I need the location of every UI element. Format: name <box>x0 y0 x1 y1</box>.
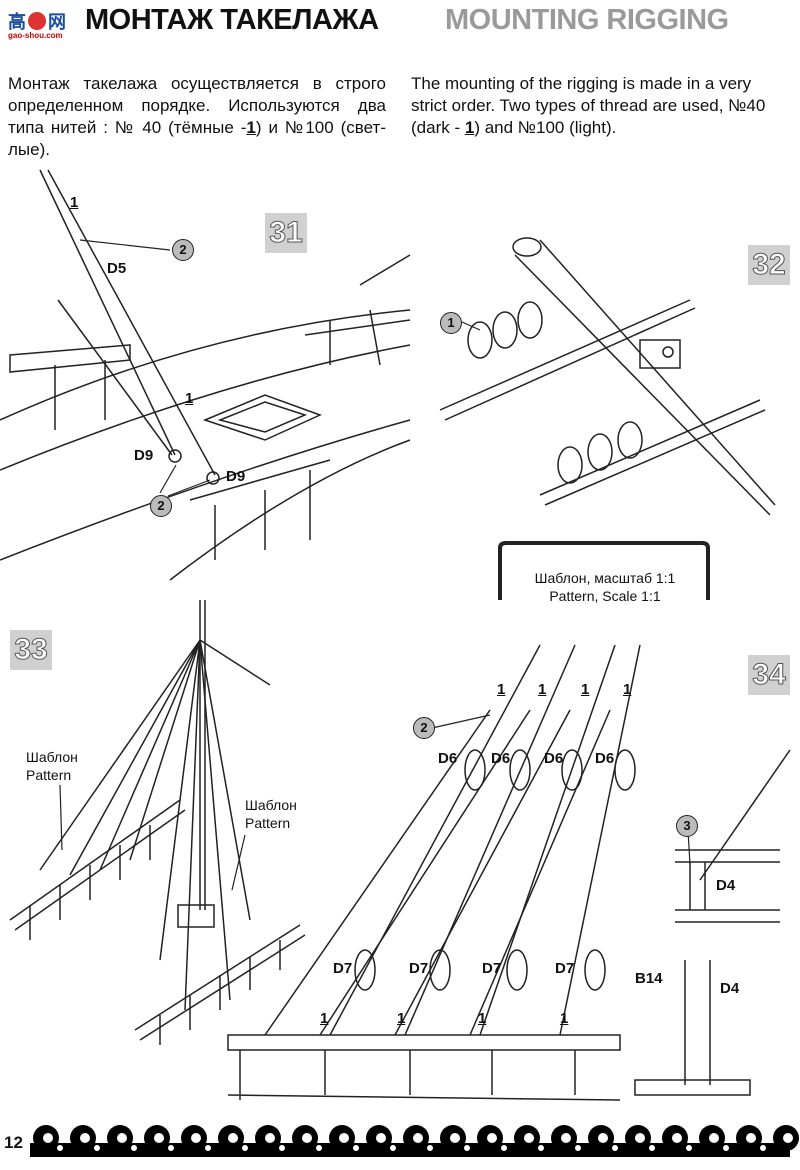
thread-1-label: 1 <box>185 390 194 407</box>
d7-label: D7 <box>482 960 502 977</box>
d7-label: D7 <box>555 960 575 977</box>
d6-label: D6 <box>491 750 511 767</box>
d9-label: D9 <box>134 447 154 464</box>
title-russian: МОНТАЖ ТАКЕЛАЖА <box>85 4 379 36</box>
page-number: 12 <box>4 1133 23 1152</box>
d5-label: D5 <box>107 260 127 277</box>
callout-2: 2 <box>172 239 194 261</box>
figure-32-drawing <box>439 237 776 516</box>
figure-31-number: 31 <box>265 213 307 253</box>
thread-1-label: 1 <box>623 681 632 698</box>
thread-1-label: 1 <box>70 194 79 211</box>
figure-34-drawing <box>227 644 791 1101</box>
svg-text:高: 高 <box>8 11 26 32</box>
thread-1-label: 1 <box>538 681 547 698</box>
figure-34-number: 34 <box>748 655 790 695</box>
template-wire <box>498 541 710 600</box>
svg-text:网: 网 <box>48 12 66 32</box>
d4-label: D4 <box>720 980 740 997</box>
d4-label: D4 <box>716 877 736 894</box>
d6-label: D6 <box>438 750 458 767</box>
figure-33-drawing <box>9 600 306 1045</box>
d6-label: D6 <box>595 750 615 767</box>
intro-english: The mounting of the rigging is made in a… <box>411 74 766 137</box>
b14-label: B14 <box>635 970 663 987</box>
thread-1-label: 1 <box>397 1010 406 1027</box>
thread-1-label: 1 <box>478 1010 487 1027</box>
title-english: MOUNTING RIGGING <box>445 4 729 36</box>
thread-1-label: 1 <box>560 1010 569 1027</box>
figure-31-drawing <box>0 169 411 581</box>
d6-label: D6 <box>544 750 564 767</box>
thread-1-label: 1 <box>497 681 506 698</box>
intro-russian: Монтаж такелажа осуществляется в строго … <box>8 74 386 159</box>
thread-1-label: 1 <box>581 681 590 698</box>
callout-3: 3 <box>676 815 698 837</box>
callout-2: 2 <box>150 495 172 517</box>
thread-1-label: 1 <box>320 1010 329 1027</box>
svg-text:gao-shou.com: gao-shou.com <box>8 31 63 40</box>
callout-1: 1 <box>440 312 462 334</box>
figure-33-number: 33 <box>10 630 52 670</box>
d7-label: D7 <box>409 960 429 977</box>
d7-label: D7 <box>333 960 353 977</box>
d9-label: D9 <box>226 468 246 485</box>
callout-2: 2 <box>413 717 435 739</box>
figure-32-number: 32 <box>748 245 790 285</box>
